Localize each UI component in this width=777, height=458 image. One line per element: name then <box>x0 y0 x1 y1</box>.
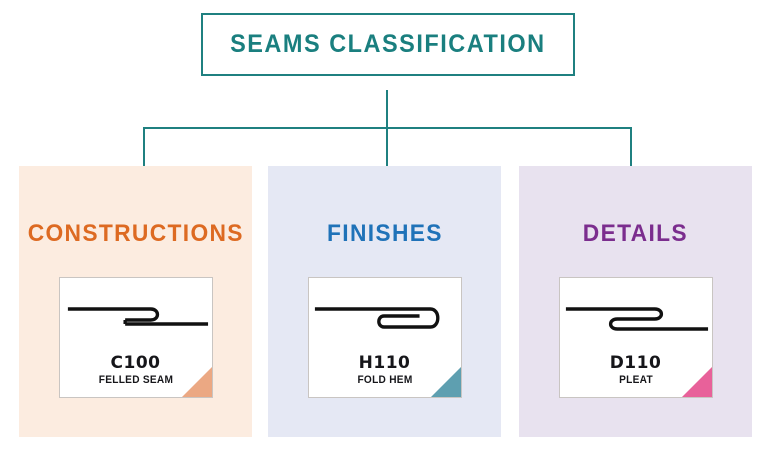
swatch-labels-d110: D110 PLEAT <box>560 353 712 386</box>
swatch-labels-c100: C100 FELLED SEAM <box>60 353 212 386</box>
swatch-name-d110: PLEAT <box>618 374 653 386</box>
connector-drop-details <box>630 127 632 166</box>
swatch-code-c100: C100 <box>110 353 161 374</box>
swatch-code-d110: D110 <box>609 353 662 374</box>
swatch-name-c100: FELLED SEAM <box>98 374 173 386</box>
fold-hem-diagram-icon <box>314 307 439 329</box>
category-heading-constructions: CONSTRUCTIONS <box>27 220 244 247</box>
diagram-title-box: SEAMS CLASSIFICATION <box>201 13 575 76</box>
felled-seam-diagram-icon <box>67 307 208 326</box>
category-card-constructions[interactable]: CONSTRUCTIONS C100 FELLED SEAM <box>19 166 252 437</box>
corner-triangle-details <box>681 367 712 397</box>
swatch-code-h110: H110 <box>358 353 411 374</box>
connector-stem <box>386 90 388 128</box>
swatch-d110[interactable]: D110 PLEAT <box>558 277 713 398</box>
connector-drop-constructions <box>143 127 145 166</box>
swatch-name-h110: FOLD HEM <box>356 374 413 386</box>
corner-triangle-constructions <box>181 367 212 397</box>
swatch-c100[interactable]: C100 FELLED SEAM <box>58 277 213 398</box>
category-heading-details: DETAILS <box>582 220 689 247</box>
category-card-finishes[interactable]: FINISHES H110 FOLD HEM <box>268 166 501 437</box>
category-card-details[interactable]: DETAILS D110 PLEAT <box>519 166 752 437</box>
pleat-diagram-icon <box>565 307 708 331</box>
diagram-title: SEAMS CLASSIFICATION <box>230 30 546 58</box>
category-heading-finishes: FINISHES <box>326 220 443 247</box>
corner-triangle-finishes <box>430 367 461 397</box>
swatch-h110[interactable]: H110 FOLD HEM <box>307 277 462 398</box>
connector-drop-finishes <box>386 127 388 166</box>
swatch-labels-h110: H110 FOLD HEM <box>309 353 461 386</box>
